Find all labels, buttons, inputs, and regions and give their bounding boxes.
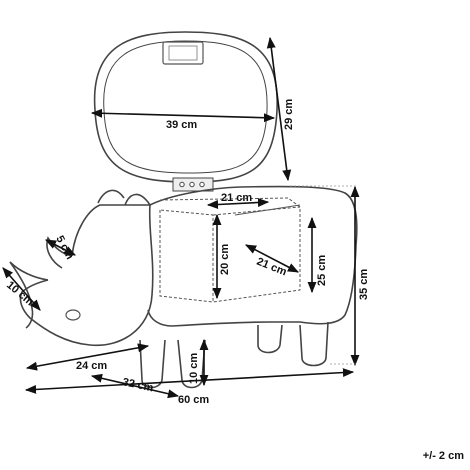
- lid-handle-inner: [168, 45, 198, 61]
- nostril: [65, 309, 81, 321]
- label-nose: 10 cm: [4, 279, 36, 308]
- label-leg-height: 10 cm: [188, 353, 200, 384]
- label-total-length: 60 cm: [178, 394, 209, 406]
- label-depth: 32 cm: [121, 376, 154, 394]
- tolerance-note: +/- 2 cm: [422, 450, 464, 462]
- label-storage-width: 21 cm: [221, 192, 252, 204]
- lid: [93, 31, 278, 183]
- legs: [139, 321, 329, 389]
- hinge: [172, 177, 214, 192]
- label-lid-height: 29 cm: [283, 99, 295, 130]
- rhino-head: [9, 189, 154, 347]
- label-front-length: 24 cm: [76, 360, 107, 372]
- label-lid-width: 39 cm: [166, 119, 197, 131]
- guide-lines: [290, 185, 356, 365]
- label-total-height: 35 cm: [358, 269, 370, 300]
- dimension-lines: [2, 36, 360, 399]
- lid-handle: [162, 41, 204, 65]
- label-body-height: 25 cm: [316, 255, 328, 286]
- label-storage-height: 20 cm: [219, 244, 231, 275]
